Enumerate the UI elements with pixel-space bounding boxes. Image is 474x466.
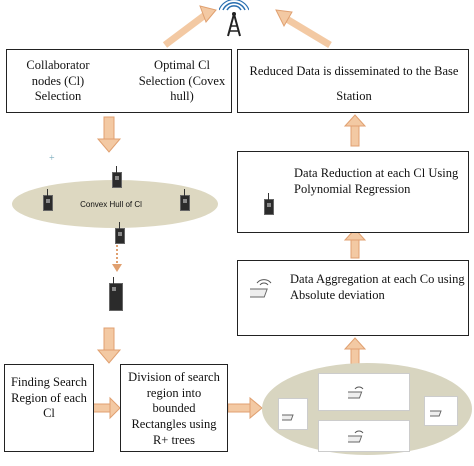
arrow-to-tower-left	[162, 12, 208, 48]
data-reduction-box: Data Reduction at each Cl Using Polynomi…	[237, 151, 469, 233]
wireless-node-icon	[430, 410, 442, 417]
division-box: Division of search region into bounded R…	[120, 364, 228, 452]
data-aggregation-label: Data Aggregation at each Co using Absolu…	[290, 272, 465, 302]
sensor-device-icon	[43, 189, 53, 211]
sensor-device-icon	[112, 166, 122, 188]
arrow-up-1-head	[343, 337, 367, 350]
optimal-selection-box: Optimal Cl Selection (Covex hull)	[132, 49, 232, 113]
arrow-down-2-head	[96, 349, 122, 364]
collaborator-label: Collaborator nodes (Cl) Selection	[26, 58, 90, 104]
arrow-down-1-head	[96, 138, 122, 153]
collaborator-selection-box: Collaborator nodes (Cl) Selection	[6, 49, 110, 113]
arrow-down-2-shaft	[103, 327, 115, 351]
sensor-device-icon	[115, 222, 125, 244]
arrow-up-3-head	[343, 114, 367, 127]
finding-label: Finding Search Region of each Cl	[10, 375, 88, 421]
arrow-up-2-shaft	[350, 237, 360, 259]
arrow-up-1-shaft	[350, 347, 360, 365]
optimal-label: Optimal Cl Selection (Covex hull)	[138, 58, 226, 104]
arrow-up-2-head	[343, 228, 367, 241]
sensor-device-icon	[180, 189, 190, 211]
arrow-right-2-head	[249, 396, 263, 420]
arrow-down-1-shaft	[103, 116, 115, 140]
wireless-node-icon	[348, 386, 364, 399]
reduced-data-box: Reduced Data is disseminated to the Base…	[237, 49, 469, 113]
arrow-right-2-shaft	[227, 403, 251, 413]
data-reduction-label: Data Reduction at each Cl Using Polynomi…	[294, 166, 459, 196]
division-label: Division of search region into bounded R…	[128, 370, 220, 447]
arrow-head-tower-left	[199, 5, 217, 23]
wireless-node-icon	[348, 430, 364, 443]
wireless-node-icon	[250, 279, 272, 298]
arrow-from-right-to-tower	[283, 14, 332, 49]
finding-region-box: Finding Search Region of each Cl	[4, 364, 94, 452]
plus-marker: +	[49, 153, 55, 164]
convex-hull-label: Convex Hull of Cl	[80, 200, 142, 209]
sensor-device-icon	[264, 193, 274, 215]
connector-strip	[109, 49, 133, 113]
bounded-rectangle	[318, 373, 410, 411]
bounded-rectangle	[278, 398, 308, 430]
bounded-rectangle	[318, 420, 410, 452]
wireless-node-icon	[282, 414, 294, 421]
arrow-right-1-head	[109, 396, 121, 420]
sensor-device-icon	[109, 277, 123, 311]
reduced-label: Reduced Data is disseminated to the Base…	[249, 64, 459, 103]
arrow-head-tower-right	[275, 9, 293, 28]
arrow-up-3-shaft	[350, 123, 360, 147]
base-station-tower-icon	[219, 0, 249, 37]
data-aggregation-box: Data Aggregation at each Co using Absolu…	[237, 260, 469, 336]
arrow-dotted-head	[112, 264, 122, 272]
